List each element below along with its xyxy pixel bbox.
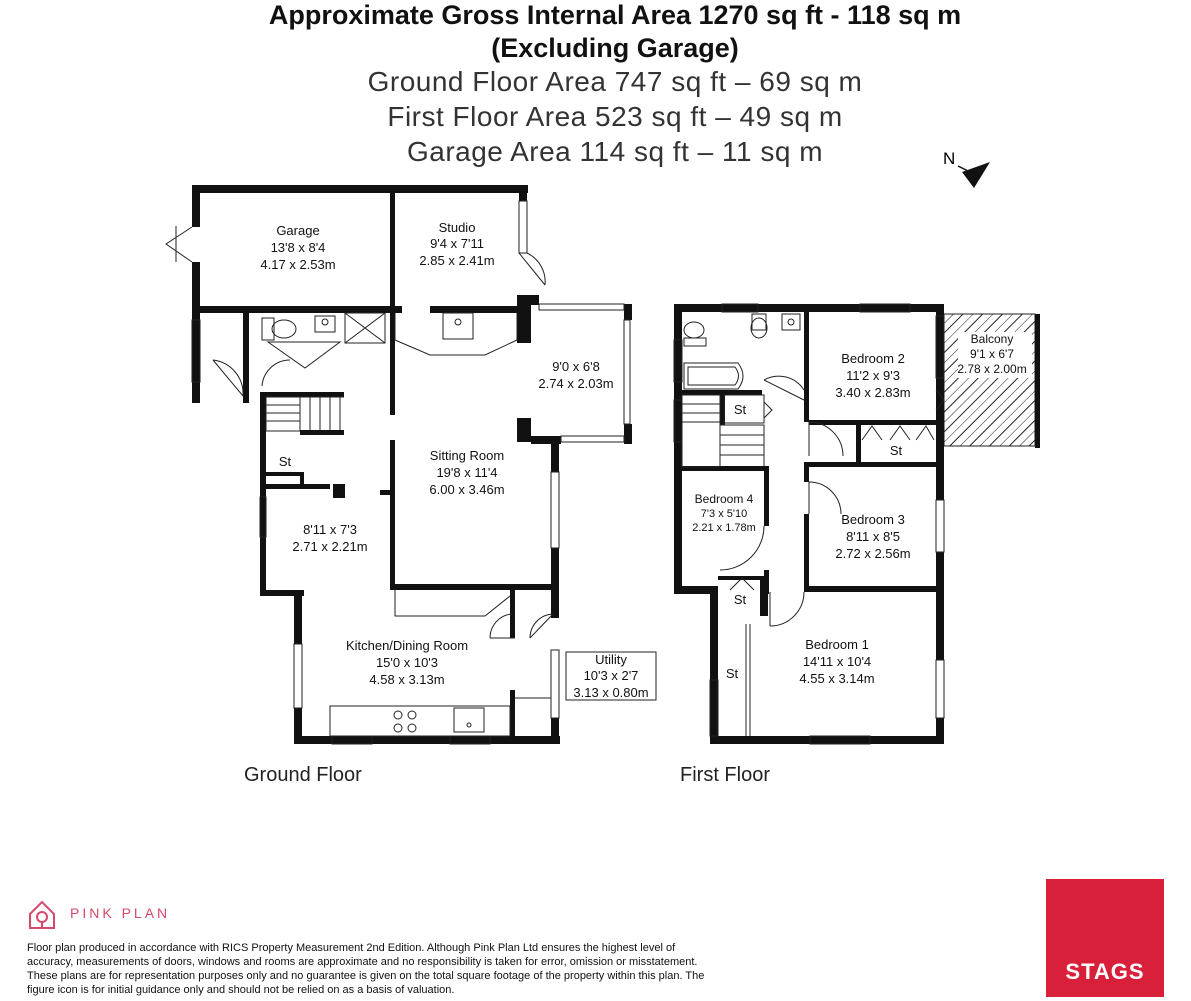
room-bedroom-2: Bedroom 2 11'2 x 9'3 3.40 x 2.83m [835,351,910,400]
svg-text:2.72 x 2.56m: 2.72 x 2.56m [835,546,910,561]
svg-text:2.78 x 2.00m: 2.78 x 2.00m [957,362,1026,376]
svg-text:Utility: Utility [595,652,627,667]
gross-area-title: Approximate Gross Internal Area 1270 sq … [268,0,962,30]
garage-area: Garage Area 114 sq ft – 11 sq m [406,136,824,167]
svg-text:11'2 x 9'3: 11'2 x 9'3 [846,368,900,383]
svg-text:13'8 x 8'4: 13'8 x 8'4 [271,240,326,255]
room-bedroom-4: Bedroom 4 7'3 x 5'10 2.21 x 1.78m [692,492,756,534]
svg-text:Sitting Room: Sitting Room [430,448,504,463]
svg-text:Bedroom 1: Bedroom 1 [805,637,869,652]
svg-text:Garage: Garage [276,223,319,238]
svg-text:2.85 x 2.41m: 2.85 x 2.41m [419,253,494,268]
room-store-landing: St [734,402,747,417]
room-garage: Garage 13'8 x 8'4 4.17 x 2.53m [260,223,335,272]
room-studio: Studio 9'4 x 7'11 2.85 x 2.41m [419,220,494,268]
room-study: 8'11 x 7'3 2.71 x 2.21m [292,522,367,554]
svg-text:9'0 x 6'8: 9'0 x 6'8 [552,359,600,374]
svg-text:4.17 x 2.53m: 4.17 x 2.53m [260,257,335,272]
svg-text:2.21 x 1.78m: 2.21 x 1.78m [692,522,756,534]
pink-plan-logo-icon [29,900,55,929]
stags-logo: STAGS [1046,879,1164,997]
svg-text:Bedroom 4: Bedroom 4 [695,492,754,506]
svg-text:10'3 x 2'7: 10'3 x 2'7 [584,668,639,683]
svg-text:Studio: Studio [439,220,476,235]
north-arrow-icon: N [943,149,990,188]
svg-text:14'11 x 10'4: 14'11 x 10'4 [803,654,871,669]
room-store-bedroom-2: St [890,443,903,458]
disclaimer-text: Floor plan produced in accordance with R… [27,942,705,996]
svg-text:2.74 x 2.03m: 2.74 x 2.03m [538,376,613,391]
svg-text:Balcony: Balcony [971,332,1014,346]
first-floor-area: First Floor Area 523 sq ft – 49 sq m [387,101,843,132]
compass-label: N [943,149,955,168]
excluding-garage-note: (Excluding Garage) [491,33,739,63]
svg-text:Bedroom 3: Bedroom 3 [841,512,905,527]
svg-text:8'11 x 8'5: 8'11 x 8'5 [846,529,900,544]
svg-text:15'0 x 10'3: 15'0 x 10'3 [376,655,438,670]
ground-floor-label: Ground Floor [244,764,362,786]
room-sitting-room: Sitting Room 19'8 x 11'4 6.00 x 3.46m [429,448,504,497]
room-bedroom-1: Bedroom 1 14'11 x 10'4 4.55 x 3.14m [799,637,874,686]
first-floor-details [673,303,945,745]
ground-floor-area: Ground Floor Area 747 sq ft – 69 sq m [367,66,863,97]
room-bay: 9'0 x 6'8 2.74 x 2.03m [538,359,613,391]
svg-text:3.13 x 0.80m: 3.13 x 0.80m [573,685,648,700]
svg-text:9'4 x 7'11: 9'4 x 7'11 [430,236,484,251]
first-floor-walls [674,304,944,744]
svg-text:4.55 x 3.14m: 4.55 x 3.14m [799,671,874,686]
svg-text:9'1 x 6'7: 9'1 x 6'7 [970,347,1014,361]
room-store-bedroom-4: St [734,592,747,607]
svg-text:2.71 x 2.21m: 2.71 x 2.21m [292,539,367,554]
svg-text:Kitchen/Dining Room: Kitchen/Dining Room [346,638,468,653]
room-store-bedroom-1: St [726,666,739,681]
svg-text:3.40 x 2.83m: 3.40 x 2.83m [835,385,910,400]
pink-plan-brand: PINK PLAN [70,905,171,921]
svg-text:Bedroom 2: Bedroom 2 [841,351,905,366]
svg-text:6.00 x 3.46m: 6.00 x 3.46m [429,482,504,497]
first-floor-label: First Floor [680,764,770,786]
svg-text:4.58 x 3.13m: 4.58 x 3.13m [369,672,444,687]
room-store-ground: St [279,454,292,469]
room-bedroom-3: Bedroom 3 8'11 x 8'5 2.72 x 2.56m [835,512,910,561]
ground-floor-walls [192,185,632,744]
svg-text:19'8 x 11'4: 19'8 x 11'4 [436,465,497,480]
svg-text:8'11 x 7'3: 8'11 x 7'3 [303,522,357,537]
ground-floor-details [165,200,657,745]
svg-text:7'3 x 5'10: 7'3 x 5'10 [701,508,747,520]
room-kitchen-dining: Kitchen/Dining Room 15'0 x 10'3 4.58 x 3… [346,638,468,687]
stags-logo-text: STAGS [1065,959,1145,984]
room-utility: Utility 10'3 x 2'7 3.13 x 0.80m [573,652,648,700]
room-balcony: Balcony 9'1 x 6'7 2.78 x 2.00m [957,332,1026,376]
svg-text:St: St [279,454,292,469]
